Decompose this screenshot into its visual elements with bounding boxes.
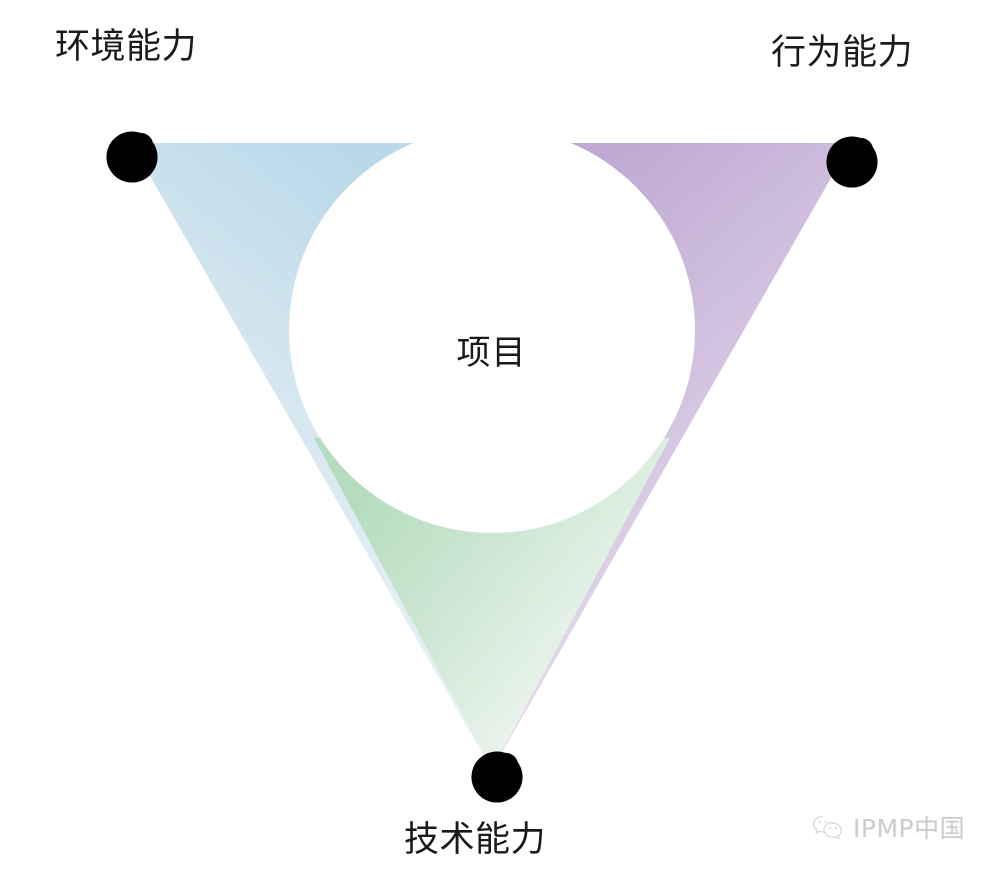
wedge-behavior: [492, 143, 851, 770]
node-label-environment: 环境能力: [55, 27, 198, 67]
watermark: IPMP中国: [812, 814, 965, 842]
wedge-technical: [314, 438, 670, 770]
node-label-technical: 技术能力: [404, 820, 547, 860]
wechat-icon: [813, 815, 842, 840]
center-label: 项目: [456, 333, 527, 373]
wedge-environment: [131, 143, 492, 770]
triangle-wedges: [131, 143, 851, 770]
node-label-behavior: 行为能力: [771, 33, 914, 73]
watermark-text: IPMP中国: [853, 813, 966, 843]
